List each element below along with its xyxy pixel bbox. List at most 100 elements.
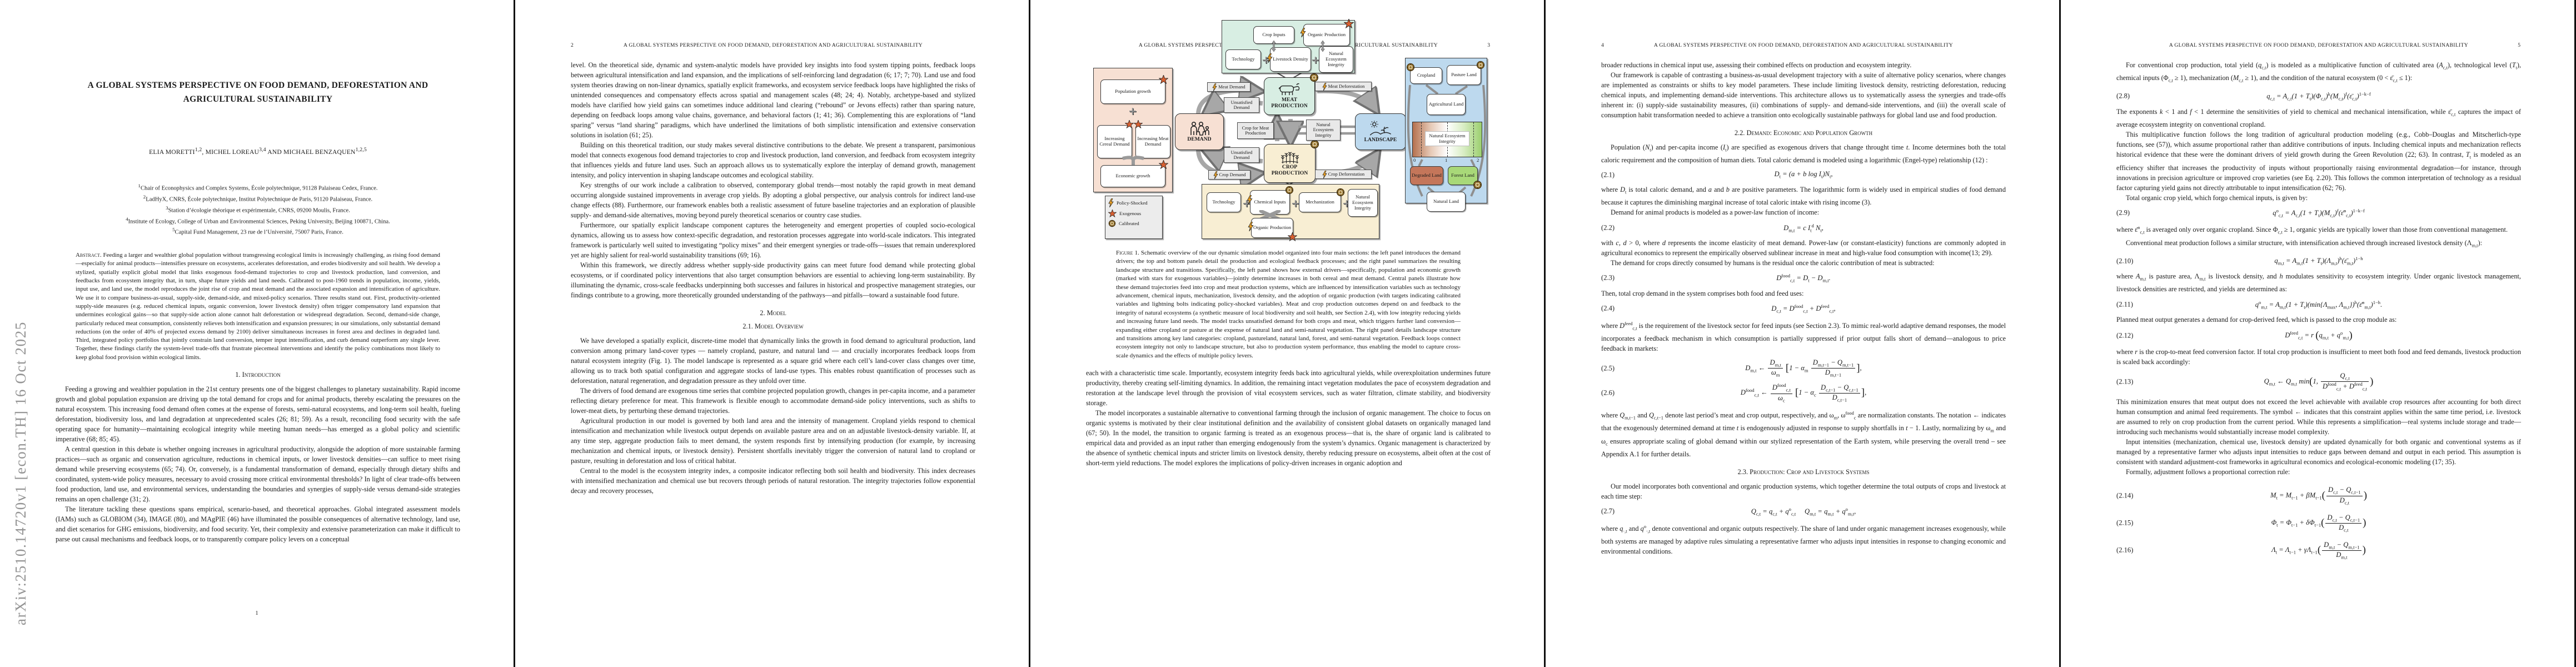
- unsatisfied-demand-label-top: Unsatisfied Demand: [1224, 97, 1259, 113]
- page-number: 1: [255, 610, 258, 616]
- paragraph: where ε̄oc,t is averaged only over organ…: [2116, 225, 2508, 235]
- equation-2-9: (2.9)qoc,t = Ac,t(1 + Tt)(Mc,t)f(ε̄oc,t)…: [2116, 207, 2365, 218]
- paragraph: Formally, adjustment follows a proportio…: [2126, 468, 2290, 476]
- section-heading: 1. Introduction: [235, 370, 281, 379]
- paragraph: where Qm,t−1 and Qc,t−1 denote last peri…: [1601, 410, 2006, 459]
- agricultural-land-box: Agricultural Land: [1427, 94, 1466, 115]
- economic-growth-box: Economic growth: [1100, 160, 1168, 187]
- wheat-icon: [1280, 152, 1299, 164]
- star-icon: [1159, 75, 1168, 84]
- paper-title: A GLOBAL SYSTEMS PERSPECTIVE ON FOOD DEM…: [87, 81, 428, 104]
- paragraph: Within this framework, we directly addre…: [571, 261, 975, 299]
- demand-box: DEMAND: [1175, 113, 1224, 150]
- plus-icon: +: [1291, 197, 1300, 210]
- meat-demand-box: Increasing Meat Demand: [1134, 120, 1170, 158]
- crop-intensification-panel: Technology + Chemical Inputs + Mechaniza…: [1202, 184, 1379, 241]
- paragraph: The demand for crops directly consumed b…: [1611, 259, 1935, 267]
- page-4: 4 A GLOBAL SYSTEMS PERSPECTIVE ON FOOD D…: [1546, 0, 2059, 667]
- page-number: 3: [1487, 42, 1490, 48]
- star-icon: [1288, 232, 1297, 241]
- meat-demand-label: Meat Demand: [1207, 82, 1250, 92]
- population-growth-box: Population growth: [1100, 75, 1168, 104]
- arxiv-watermark: arXiv:2510.14720v1 [econ.TH] 16 Oct 2025: [12, 321, 29, 625]
- subsection-heading: 2.3. Production: Crop and Livestock Syst…: [1737, 468, 1870, 476]
- figure-caption-label: Figure 1.: [1116, 250, 1139, 256]
- paragraph: where Dfeedc,t is the requirement of the…: [1601, 321, 2006, 353]
- star-icon: [1344, 19, 1354, 28]
- lightning-icon: [1267, 53, 1273, 63]
- landscape-box: LANDSCAPE: [1355, 113, 1406, 150]
- paragraph: The drivers of food demand are exogenous…: [571, 387, 975, 415]
- lightning-icon: [1322, 82, 1327, 91]
- target-icon: [1310, 140, 1319, 149]
- running-head: A GLOBAL SYSTEMS PERSPECTIVE ON FOOD DEM…: [623, 42, 923, 48]
- mechanization-box: Mechanization: [1299, 188, 1345, 212]
- paragraph: The exponents k < 1 and f < 1 determine …: [2116, 107, 2521, 129]
- equation-2-3: (2.3)Dfoodc,t = Dt − Dm,t.: [1601, 273, 1831, 283]
- paragraph: broader reductions in chemical input use…: [1601, 61, 1912, 69]
- star-icon: [1108, 210, 1117, 217]
- target-icon: [1336, 188, 1345, 197]
- authors: ELIA MORETTI1,2, MICHEL LOREAU3,4 AND MI…: [149, 146, 367, 156]
- cow-icon: [1278, 83, 1300, 96]
- equation-2-8: (2.8)qc,t = Ac,t(1 + Tt)(Φc,t)k(Mc,t)f(ε…: [2116, 91, 2371, 102]
- affiliation: 1Chair of Econophysics and Complex Syste…: [138, 183, 378, 192]
- paragraph: Population (Nt) and per-capita income (I…: [1601, 143, 2006, 165]
- degraded-land-box: Degraded Land: [1410, 166, 1443, 185]
- figure-caption: Figure 1. Schematic overview of the our …: [1116, 250, 1461, 359]
- target-icon: [1476, 61, 1485, 69]
- paragraph: Key strengths of our work include a cali…: [571, 181, 975, 219]
- scale-1: 1: [1445, 157, 1448, 163]
- cereal-demand-box: Increasing Cereal Demand: [1097, 120, 1134, 158]
- demand-drivers-panel: Population growth + Increasing Cereal De…: [1093, 68, 1173, 192]
- paragraph: where r is the crop-to-meat feed convers…: [2116, 348, 2521, 366]
- paragraph: This minimization ensures that meat outp…: [2116, 398, 2521, 436]
- equation-2-4: (2.4)Dc,t = Dfoodc,t + Dfeedc,t,: [1601, 303, 1836, 314]
- figure-legend: Policy-Shocked Exogenous Calibrated: [1105, 196, 1163, 239]
- affiliations: 1Chair of Econophysics and Complex Syste…: [56, 182, 460, 237]
- lightning-icon: [1322, 170, 1327, 178]
- paragraph: This multiplicative function follows the…: [2116, 131, 2521, 192]
- equation-2-11: (2.11)qom,t = Am,t(1 + Tt)(min{Λmax, Λm,…: [2116, 299, 2383, 310]
- lightning-icon: [1212, 83, 1217, 91]
- paragraph: The literature tackling these questions …: [56, 505, 460, 543]
- crop-for-meat-label: Crop for Meat Production: [1237, 122, 1274, 139]
- target-icon: [1285, 186, 1294, 195]
- paragraph: Conventional meat production follows a s…: [2126, 238, 2483, 248]
- running-head: A GLOBAL SYSTEMS PERSPECTIVE ON FOOD DEM…: [1653, 42, 1954, 48]
- paragraph: Input intensities (mechanization, chemic…: [2116, 438, 2521, 466]
- paragraph: Feeding a growing and wealthier populati…: [56, 385, 460, 443]
- affiliation: 5Capital Fund Management, 23 rue de l’Un…: [172, 227, 343, 236]
- people-icon: [1190, 121, 1209, 136]
- x-mark-icon: [1259, 210, 1281, 220]
- unsatisfied-demand-label-bottom: Unsatisfied Demand: [1224, 147, 1259, 163]
- organic-production-box: Organic Production: [1248, 218, 1297, 241]
- lightning-icon: [1108, 198, 1114, 207]
- subsection-heading: 2.1. Model Overview: [743, 322, 804, 330]
- equation-2-7: (2.7)Qc,t = qc,t + qoc,t Qm,t = qm,t + q…: [1601, 506, 1856, 517]
- nei-mid-label: Natural Ecosystem Integrity: [1306, 120, 1341, 141]
- affiliation: 4Institute of Ecology, College of Urban …: [126, 216, 390, 225]
- abstract: Abstract. Feeding a larger and wealthier…: [76, 252, 440, 361]
- star-icon: [1125, 120, 1134, 128]
- landscape-icon: [1369, 121, 1392, 136]
- lightning-icon: [1300, 28, 1306, 37]
- organic-production-box: Organic Production: [1300, 19, 1354, 46]
- paragraph: Then, total crop demand in the system co…: [1601, 289, 1804, 297]
- paragraph: The model incorporates a sustainable alt…: [1086, 409, 1491, 467]
- affiliation: 2LadHyX, CNRS, École polytechnique, Inst…: [143, 194, 373, 203]
- crop-demand-label: Crop Demand: [1208, 170, 1250, 180]
- paragraph: For conventional crop production, total …: [2116, 61, 2522, 83]
- landscape-structure-panel: Cropland Pasture Land Agricultural Land …: [1405, 58, 1487, 212]
- natural-land-box: Natural Land: [1427, 192, 1466, 212]
- equation-2-2: (2.2)Dm,t = c Itd Nt,: [1601, 222, 1823, 233]
- pasture-land-box: Pasture Land: [1447, 61, 1485, 85]
- paragraph: level. On the theoretical side, dynamic …: [571, 61, 975, 139]
- paragraph: each with a characteristic time scale. I…: [1086, 369, 1491, 407]
